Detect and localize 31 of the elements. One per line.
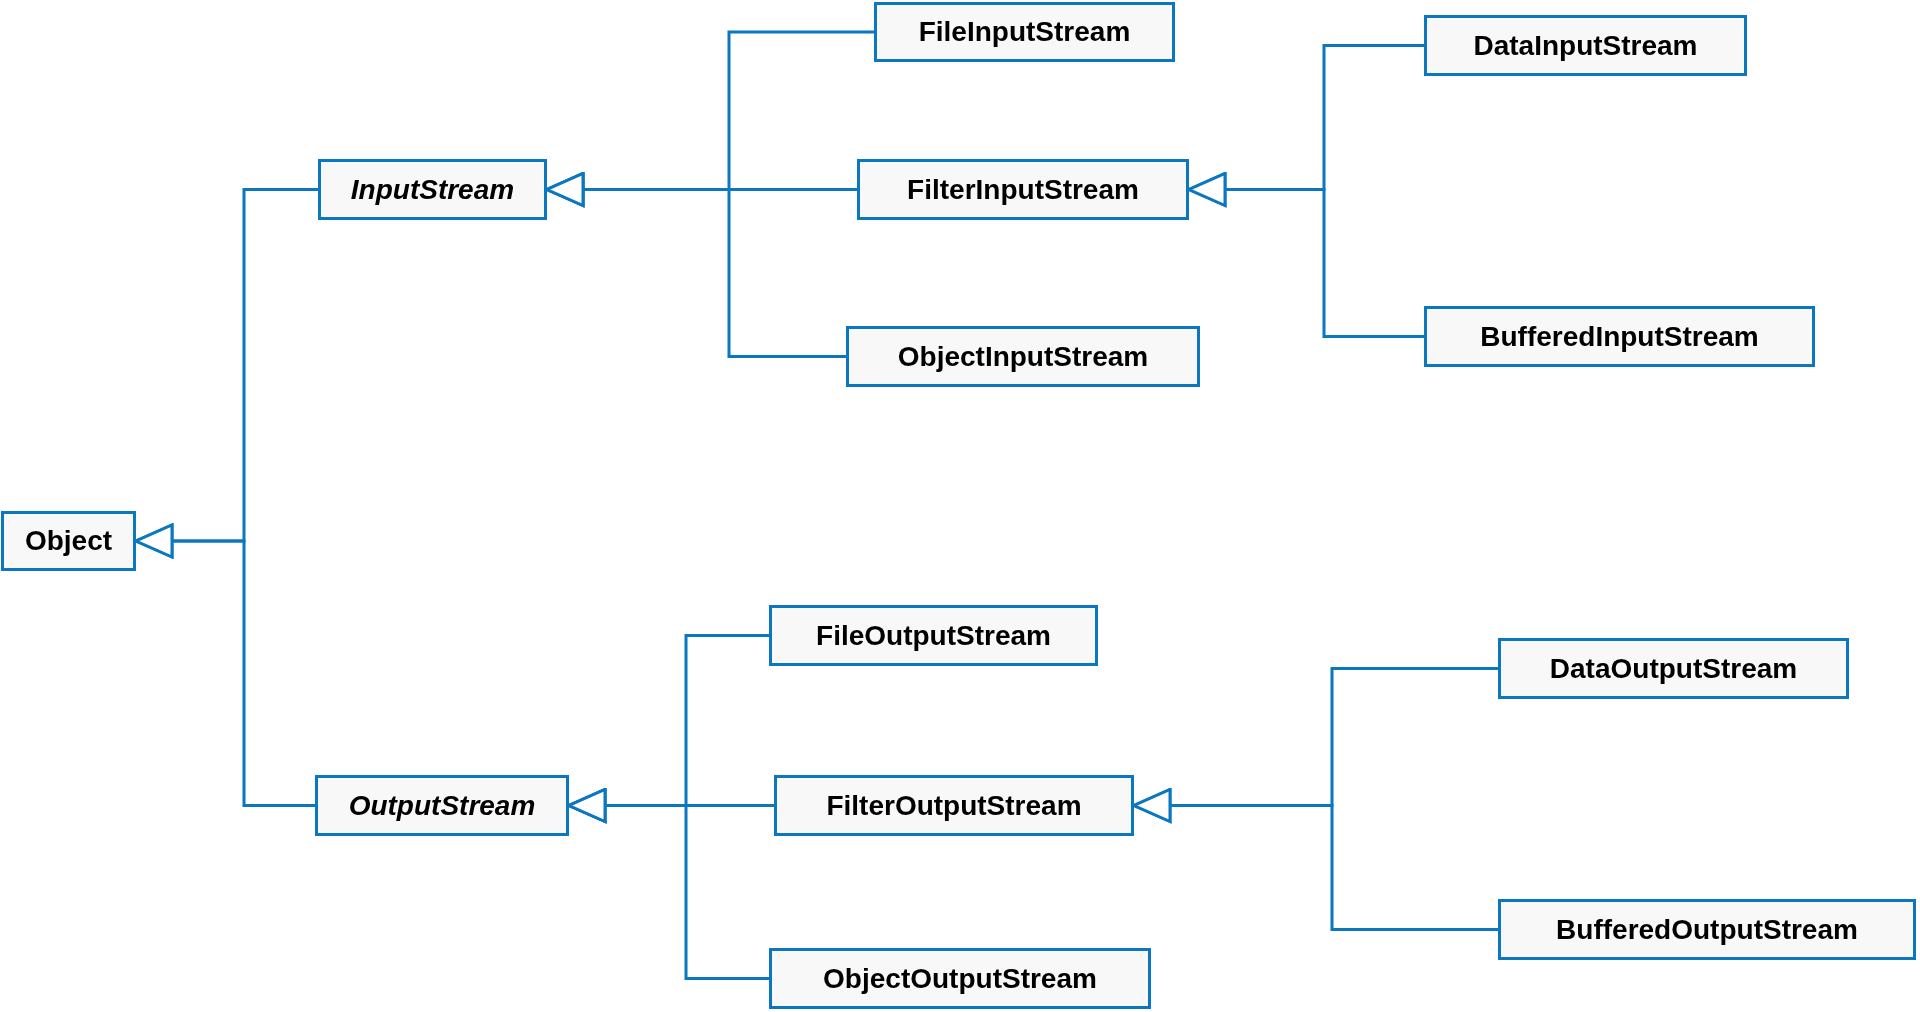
class-name: FilterInputStream [907, 172, 1139, 207]
class-box [1498, 638, 1849, 699]
class-name: FileInputStream [918, 15, 1131, 49]
class-name: BufferedInputStream [1480, 319, 1759, 354]
class-box [769, 605, 1098, 666]
class-name: DataInputStream [1473, 28, 1698, 63]
class-box [1424, 306, 1815, 367]
class-name: ObjectOutputStream [823, 961, 1097, 996]
class-name: BufferedOutputStream [1556, 912, 1858, 947]
class-name: ObjectInputStream [897, 339, 1149, 374]
class-name: DataOutputStream [1549, 651, 1798, 686]
class-name: FilterOutputStream [826, 788, 1082, 823]
class-name: Object [24, 524, 113, 558]
class-name: FileOutputStream [816, 618, 1051, 653]
inheritance-connector [545, 172, 846, 358]
inheritance-connector [134, 523, 315, 807]
class-box [857, 159, 1189, 220]
class-name: InputStream [350, 172, 515, 207]
inheritance-connector [1187, 172, 1424, 338]
class-box [1424, 15, 1747, 76]
inheritance-connector [567, 788, 769, 980]
class-box [1, 511, 136, 571]
class-box [846, 326, 1200, 387]
class-box [315, 775, 569, 836]
class-box [874, 2, 1175, 62]
class-box [1498, 899, 1916, 960]
class-box [769, 948, 1151, 1009]
inheritance-connector [1132, 788, 1498, 931]
class-box [774, 775, 1134, 836]
class-box [318, 159, 547, 220]
class-name: OutputStream [348, 788, 536, 823]
